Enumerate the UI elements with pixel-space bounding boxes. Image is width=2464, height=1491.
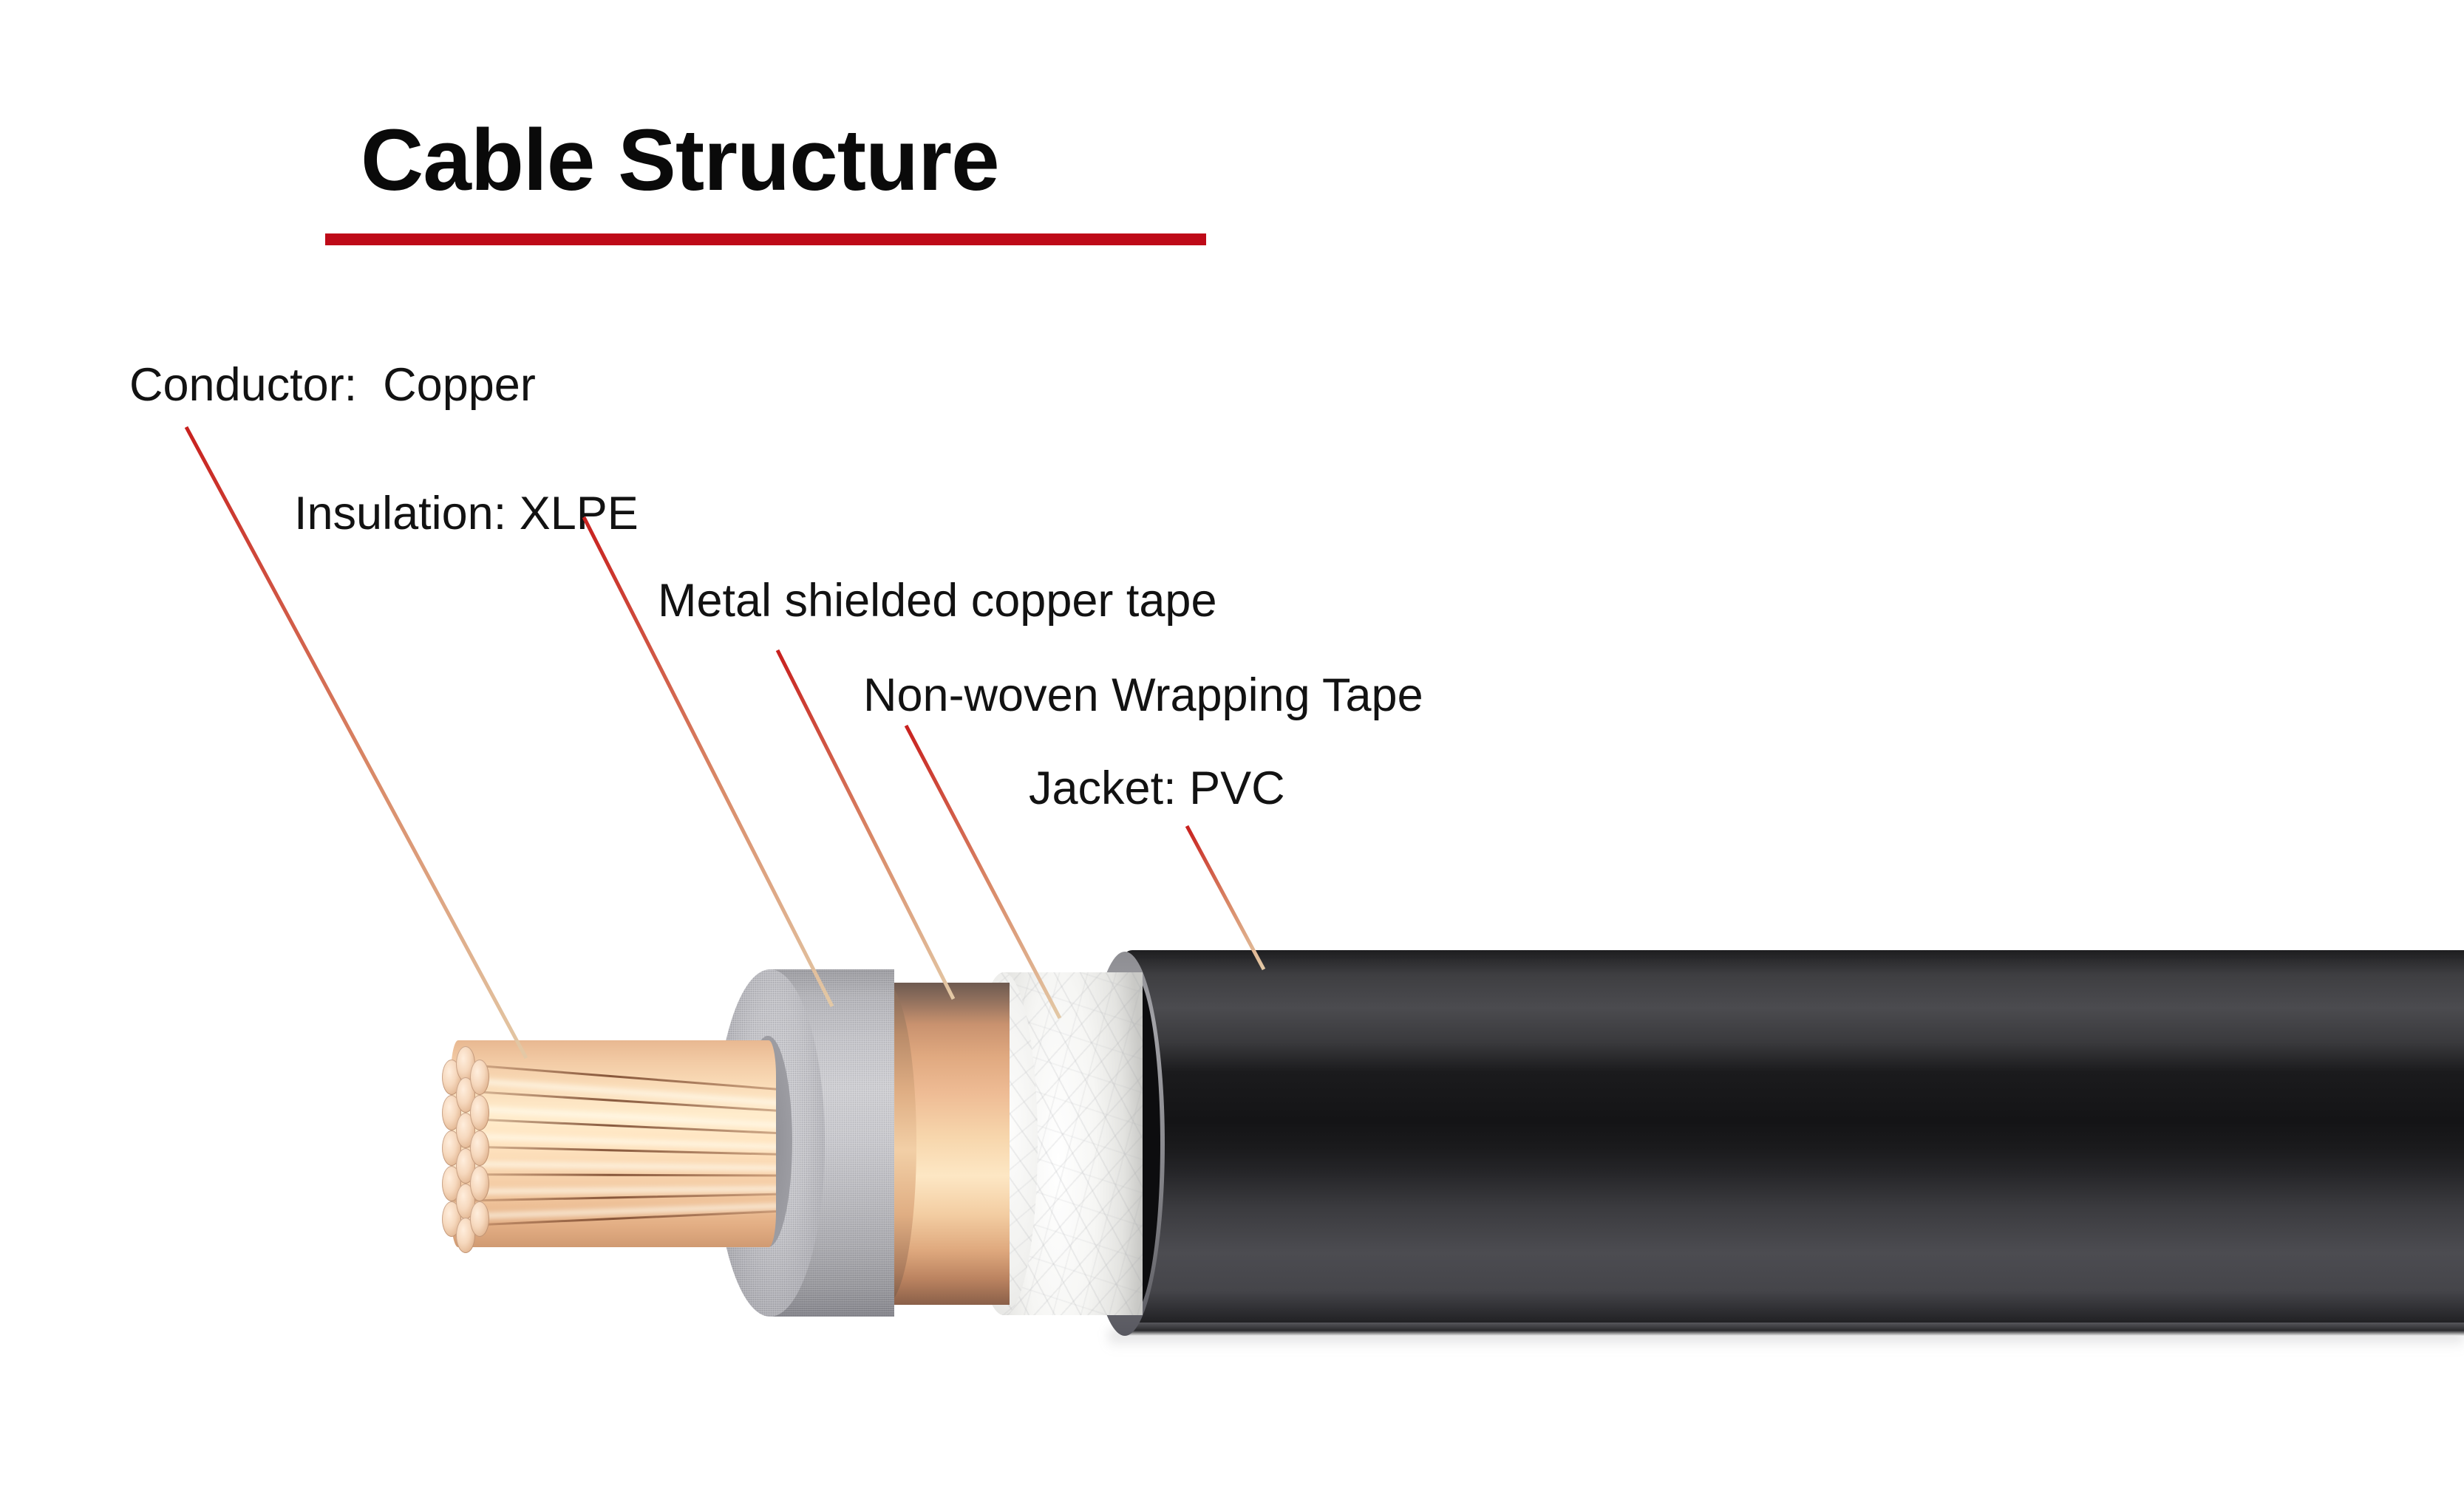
- title-underline-rule: [325, 233, 1206, 245]
- page-title: Cable Structure: [361, 112, 1000, 209]
- conductor-cut-end-strand-cluster: [442, 1046, 489, 1253]
- conductor-strand-separations: [451, 1040, 776, 1247]
- copper-conductor-strands: [451, 1040, 776, 1247]
- label-conductor: Conductor: Copper: [129, 359, 536, 411]
- jacket-bottom-rim: [1123, 1323, 2464, 1336]
- jacket-pvc-body: [1123, 959, 2464, 1336]
